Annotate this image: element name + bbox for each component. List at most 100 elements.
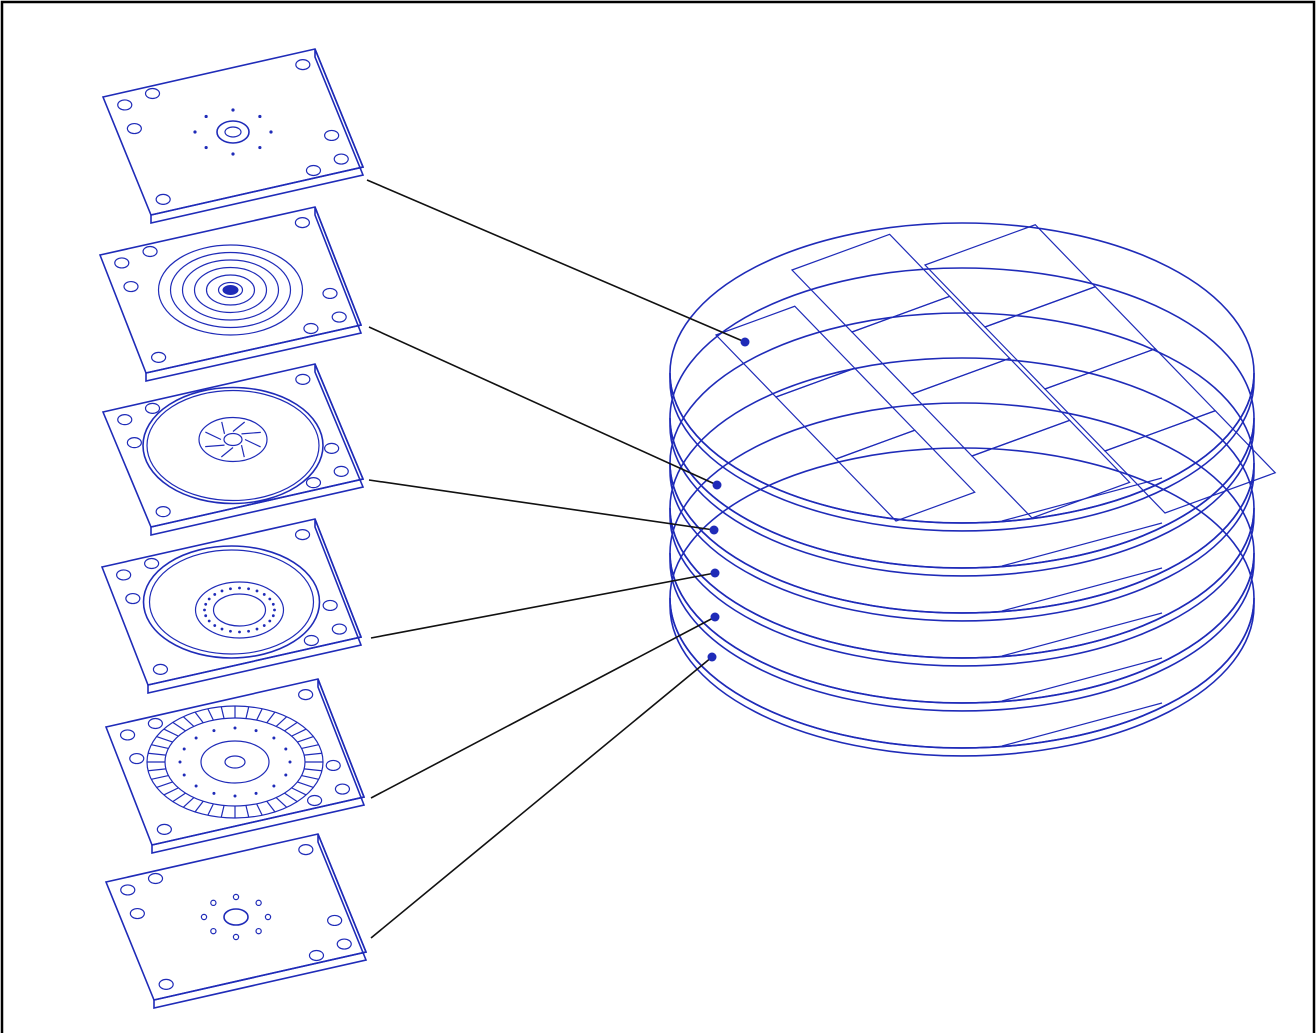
plate-top xyxy=(98,206,363,374)
mount-hole xyxy=(151,351,167,363)
stator-slot xyxy=(291,728,307,737)
mount-hole xyxy=(156,823,172,835)
pin-dot xyxy=(193,130,197,134)
mount-hole xyxy=(295,59,311,71)
mount-hole xyxy=(324,129,340,142)
pin-dot xyxy=(288,760,292,764)
wafer-top xyxy=(669,402,1255,704)
mount-hole xyxy=(303,634,319,647)
mount-hole xyxy=(334,783,351,795)
leader-line xyxy=(368,479,715,531)
mount-hole xyxy=(117,414,133,426)
die xyxy=(1043,348,1217,452)
spiral-ring xyxy=(157,244,304,336)
mount-hole xyxy=(333,465,349,477)
die-grid xyxy=(714,224,1277,522)
ring-dot xyxy=(213,624,217,627)
pin-dot xyxy=(284,747,288,751)
ring-dot xyxy=(255,589,259,593)
impeller-blade xyxy=(232,421,246,432)
ring-dot xyxy=(203,608,206,612)
pin-hole xyxy=(255,899,262,907)
die xyxy=(850,295,1011,395)
stator-slot xyxy=(194,711,204,724)
spiral-ring xyxy=(169,251,292,329)
wafer-disc xyxy=(669,357,1255,667)
ring-dot xyxy=(204,614,208,618)
mount-hole xyxy=(298,844,314,856)
leader-lines xyxy=(366,179,750,939)
wafer-disc xyxy=(669,312,1255,622)
spiral-ring xyxy=(193,266,268,314)
mount-hole xyxy=(158,978,174,990)
leader-dot xyxy=(712,480,722,490)
mount-hole xyxy=(123,280,139,293)
pin-dot xyxy=(204,114,208,119)
center-hole xyxy=(224,755,246,769)
stator-slot xyxy=(275,716,288,727)
inner-ring xyxy=(200,740,270,784)
pin-hole xyxy=(210,927,217,935)
mount-hole xyxy=(322,599,338,612)
stator-slot xyxy=(148,768,166,772)
stator-slot xyxy=(148,752,166,756)
die xyxy=(790,233,951,333)
pin-dot xyxy=(272,784,276,788)
mount-hole xyxy=(331,311,347,323)
wafer-edge xyxy=(669,462,1255,622)
stator-slot xyxy=(256,803,263,816)
mount-hole xyxy=(126,437,142,449)
stator-slot xyxy=(156,736,173,743)
plate-top xyxy=(104,678,366,846)
stator-slot xyxy=(297,736,314,743)
ring-dot xyxy=(247,629,250,633)
mount-hole xyxy=(298,689,314,701)
ring-dot xyxy=(247,587,250,591)
stator-slot xyxy=(245,706,250,719)
pin-dot xyxy=(212,729,216,733)
die xyxy=(834,429,976,522)
mount-hole xyxy=(305,477,322,489)
die xyxy=(923,224,1097,328)
leader-line xyxy=(368,326,718,486)
pin-dot xyxy=(231,108,235,112)
stator-slot xyxy=(245,805,250,818)
mount-hole xyxy=(144,87,161,100)
pin-dot xyxy=(258,114,262,119)
mount-hole xyxy=(144,402,161,414)
spiral-center xyxy=(222,285,239,295)
mount-hole xyxy=(331,623,347,635)
center-port xyxy=(223,908,249,926)
stator-slot xyxy=(156,781,173,788)
mount-hole xyxy=(142,245,158,258)
leader-line xyxy=(366,179,746,343)
mount-hole xyxy=(308,949,325,962)
mount-hole xyxy=(305,164,322,177)
pin-dot xyxy=(194,784,198,788)
ring-dot xyxy=(213,593,217,596)
mount-hole xyxy=(147,872,164,885)
pin-dot xyxy=(258,145,262,150)
die xyxy=(983,286,1157,390)
wafer-disc xyxy=(669,402,1255,712)
center-port xyxy=(216,120,250,144)
leader-dot xyxy=(710,612,720,622)
ring-dot xyxy=(238,630,241,634)
pin-dot xyxy=(182,747,186,751)
stator-slot xyxy=(304,752,322,756)
mount-hole xyxy=(294,529,311,541)
stator-slot xyxy=(194,800,204,813)
die xyxy=(970,419,1131,519)
mount-hole xyxy=(119,729,136,741)
wafer-top xyxy=(669,447,1255,749)
leader-line xyxy=(370,656,713,939)
wafer-flat xyxy=(1001,567,1163,612)
pin-dot xyxy=(231,152,235,156)
ring-dot xyxy=(273,608,276,612)
stator-slot xyxy=(163,728,179,737)
mount-hole xyxy=(303,322,319,335)
stator-slot xyxy=(182,797,195,808)
pin-hole xyxy=(255,927,262,935)
ring-dot xyxy=(268,597,272,601)
pin-dot xyxy=(212,791,216,795)
